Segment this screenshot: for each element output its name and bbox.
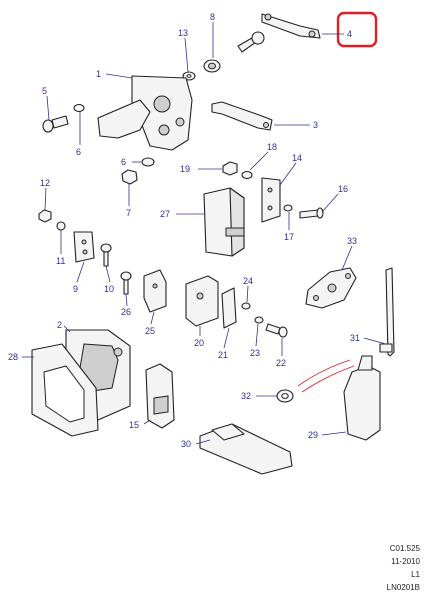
part-32-grommet[interactable]	[276, 389, 294, 403]
callout-15[interactable]: 15	[129, 420, 139, 430]
part-1-latch[interactable]	[97, 75, 193, 151]
callout-8[interactable]: 8	[210, 12, 215, 22]
callout-19[interactable]: 19	[180, 164, 190, 174]
callout-31[interactable]: 31	[350, 333, 360, 343]
callout-11[interactable]: 11	[56, 256, 65, 266]
callout-16[interactable]: 16	[338, 184, 348, 194]
footer-ref: LN0201B	[386, 583, 420, 592]
part-29-actuator[interactable]	[343, 355, 381, 441]
part-28-seal[interactable]	[31, 343, 99, 437]
callout-33[interactable]: 33	[347, 236, 357, 246]
part-24-nut[interactable]	[241, 302, 251, 310]
callout-17[interactable]: 17	[284, 232, 294, 242]
callout-6b[interactable]: 6	[121, 157, 126, 167]
part-16-screw[interactable]	[299, 207, 324, 219]
footer-date: 11-2010	[391, 557, 420, 566]
part-19-nut[interactable]	[222, 161, 238, 176]
part-6-washer-b[interactable]	[141, 157, 155, 167]
callout-23[interactable]: 23	[250, 348, 260, 358]
leader-lines	[22, 22, 387, 445]
callout-22[interactable]: 22	[276, 358, 286, 368]
callout-4[interactable]: 4	[347, 29, 352, 39]
part-33-bracket[interactable]	[305, 267, 357, 309]
part-5-screw[interactable]	[42, 115, 69, 133]
part-6-washer[interactable]	[73, 103, 85, 113]
callout-29[interactable]: 29	[308, 430, 318, 440]
cable-line-1	[297, 359, 351, 387]
part-30-rail[interactable]	[199, 423, 293, 475]
callout-1[interactable]: 1	[96, 69, 101, 79]
callout-26[interactable]: 26	[121, 307, 131, 317]
cable-line-2	[301, 365, 355, 393]
callout-7[interactable]: 7	[126, 208, 131, 218]
part-12-nut[interactable]	[38, 209, 52, 223]
callout-27[interactable]: 27	[160, 209, 170, 219]
part-26-screw[interactable]	[120, 271, 132, 295]
callout-9[interactable]: 9	[73, 284, 78, 294]
callout-25[interactable]: 25	[145, 326, 155, 336]
part-21-plate[interactable]	[221, 287, 237, 329]
part-3-bar[interactable]	[211, 101, 273, 131]
callout-10[interactable]: 10	[104, 284, 114, 294]
callout-labels: 4 8 13 1 5 6 3 6 7 19 18 14 16 17 27 12 …	[8, 12, 360, 449]
callout-6[interactable]: 6	[76, 147, 81, 157]
part-15-fork[interactable]	[145, 363, 175, 429]
callout-14[interactable]: 14	[292, 153, 302, 163]
part-11-washer[interactable]	[56, 221, 66, 231]
part-8-bushing[interactable]	[203, 59, 221, 73]
callout-24[interactable]: 24	[243, 276, 253, 286]
callout-21[interactable]: 21	[218, 350, 228, 360]
part-31-rod[interactable]	[379, 267, 395, 357]
part-23-washer[interactable]	[254, 316, 264, 324]
part-10-screw[interactable]	[100, 243, 112, 267]
footer-level: L1	[411, 570, 420, 579]
part-25-clip[interactable]	[143, 269, 167, 313]
part-14-bracket[interactable]	[261, 177, 281, 223]
highlight-box	[336, 11, 378, 48]
callout-18[interactable]: 18	[267, 142, 277, 152]
callout-13[interactable]: 13	[178, 28, 188, 38]
callout-30[interactable]: 30	[181, 439, 191, 449]
part-7-nut[interactable]	[121, 169, 138, 185]
part-key[interactable]	[237, 31, 265, 53]
part-17-washer[interactable]	[283, 204, 293, 212]
part-18-washer[interactable]	[241, 170, 253, 180]
callout-28[interactable]: 28	[8, 352, 18, 362]
callout-12[interactable]: 12	[40, 178, 50, 188]
part-4-link[interactable]	[261, 13, 321, 39]
part-20-block[interactable]	[185, 275, 219, 327]
part-9-plate[interactable]	[73, 231, 95, 263]
callout-3[interactable]: 3	[313, 120, 318, 130]
part-22-screw[interactable]	[265, 323, 288, 338]
part-27-guide[interactable]	[203, 187, 245, 257]
callout-5[interactable]: 5	[42, 86, 47, 96]
callout-32[interactable]: 32	[241, 391, 251, 401]
footer-code: C01.525	[389, 544, 420, 553]
callout-20[interactable]: 20	[194, 338, 204, 348]
callout-2[interactable]: 2	[57, 320, 62, 330]
